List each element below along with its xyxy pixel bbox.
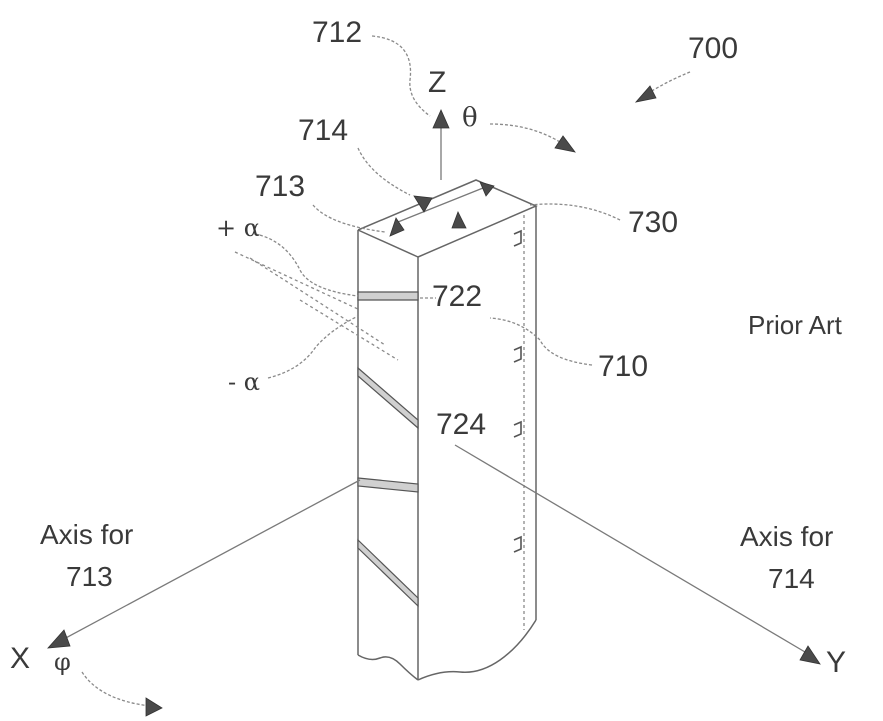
label-730: 730 (628, 206, 678, 239)
label-y-axis: Y (826, 646, 846, 679)
slot-angled-lower (357, 538, 419, 608)
label-prior-art: Prior Art (748, 310, 843, 340)
label-x-axis: X (10, 642, 30, 675)
y-axis (454, 444, 821, 665)
z-axis (432, 109, 450, 180)
label-phi: φ (54, 648, 71, 676)
x-axis-arrowhead (47, 629, 71, 649)
figure-700-arrow (634, 71, 691, 103)
label-axis-714-line2: 714 (768, 563, 815, 594)
label-714: 714 (298, 114, 348, 147)
slot-angled-upper (357, 366, 419, 430)
leader-713 (312, 204, 386, 233)
column-body-710 (357, 179, 538, 681)
label-axis-713-line1: Axis for (40, 519, 133, 550)
slot-722 (357, 291, 419, 301)
label-minus-alpha: - α (228, 368, 260, 396)
label-724: 724 (436, 408, 486, 441)
z-axis-arrowhead (432, 109, 450, 129)
label-710: 710 (598, 350, 648, 383)
label-713: 713 (255, 170, 305, 203)
y-axis-arrowhead (799, 645, 821, 665)
slot-724 (357, 477, 419, 493)
label-axis-713-line2: 713 (66, 561, 113, 592)
leader-712 (371, 35, 431, 117)
side-notches (513, 229, 522, 553)
label-722: 722 (432, 280, 482, 313)
theta-rotation-arrow (489, 123, 576, 153)
leader-730 (529, 203, 621, 221)
arrow-714-down (413, 195, 433, 213)
x-axis (47, 479, 361, 649)
label-700: 700 (688, 32, 738, 65)
leader-714 (357, 147, 411, 196)
phi-rotation-arrow (81, 671, 163, 717)
arrow-714-up (451, 211, 467, 229)
label-axis-714-line1: Axis for (740, 521, 833, 552)
alpha-angle-lines (234, 233, 399, 379)
label-plus-alpha: + α (216, 214, 260, 242)
label-712: 712 (312, 16, 362, 49)
leader-710 (489, 317, 593, 366)
label-z-axis: Z (428, 66, 446, 99)
label-theta: θ (462, 103, 478, 133)
top-face-arrows (389, 181, 495, 237)
